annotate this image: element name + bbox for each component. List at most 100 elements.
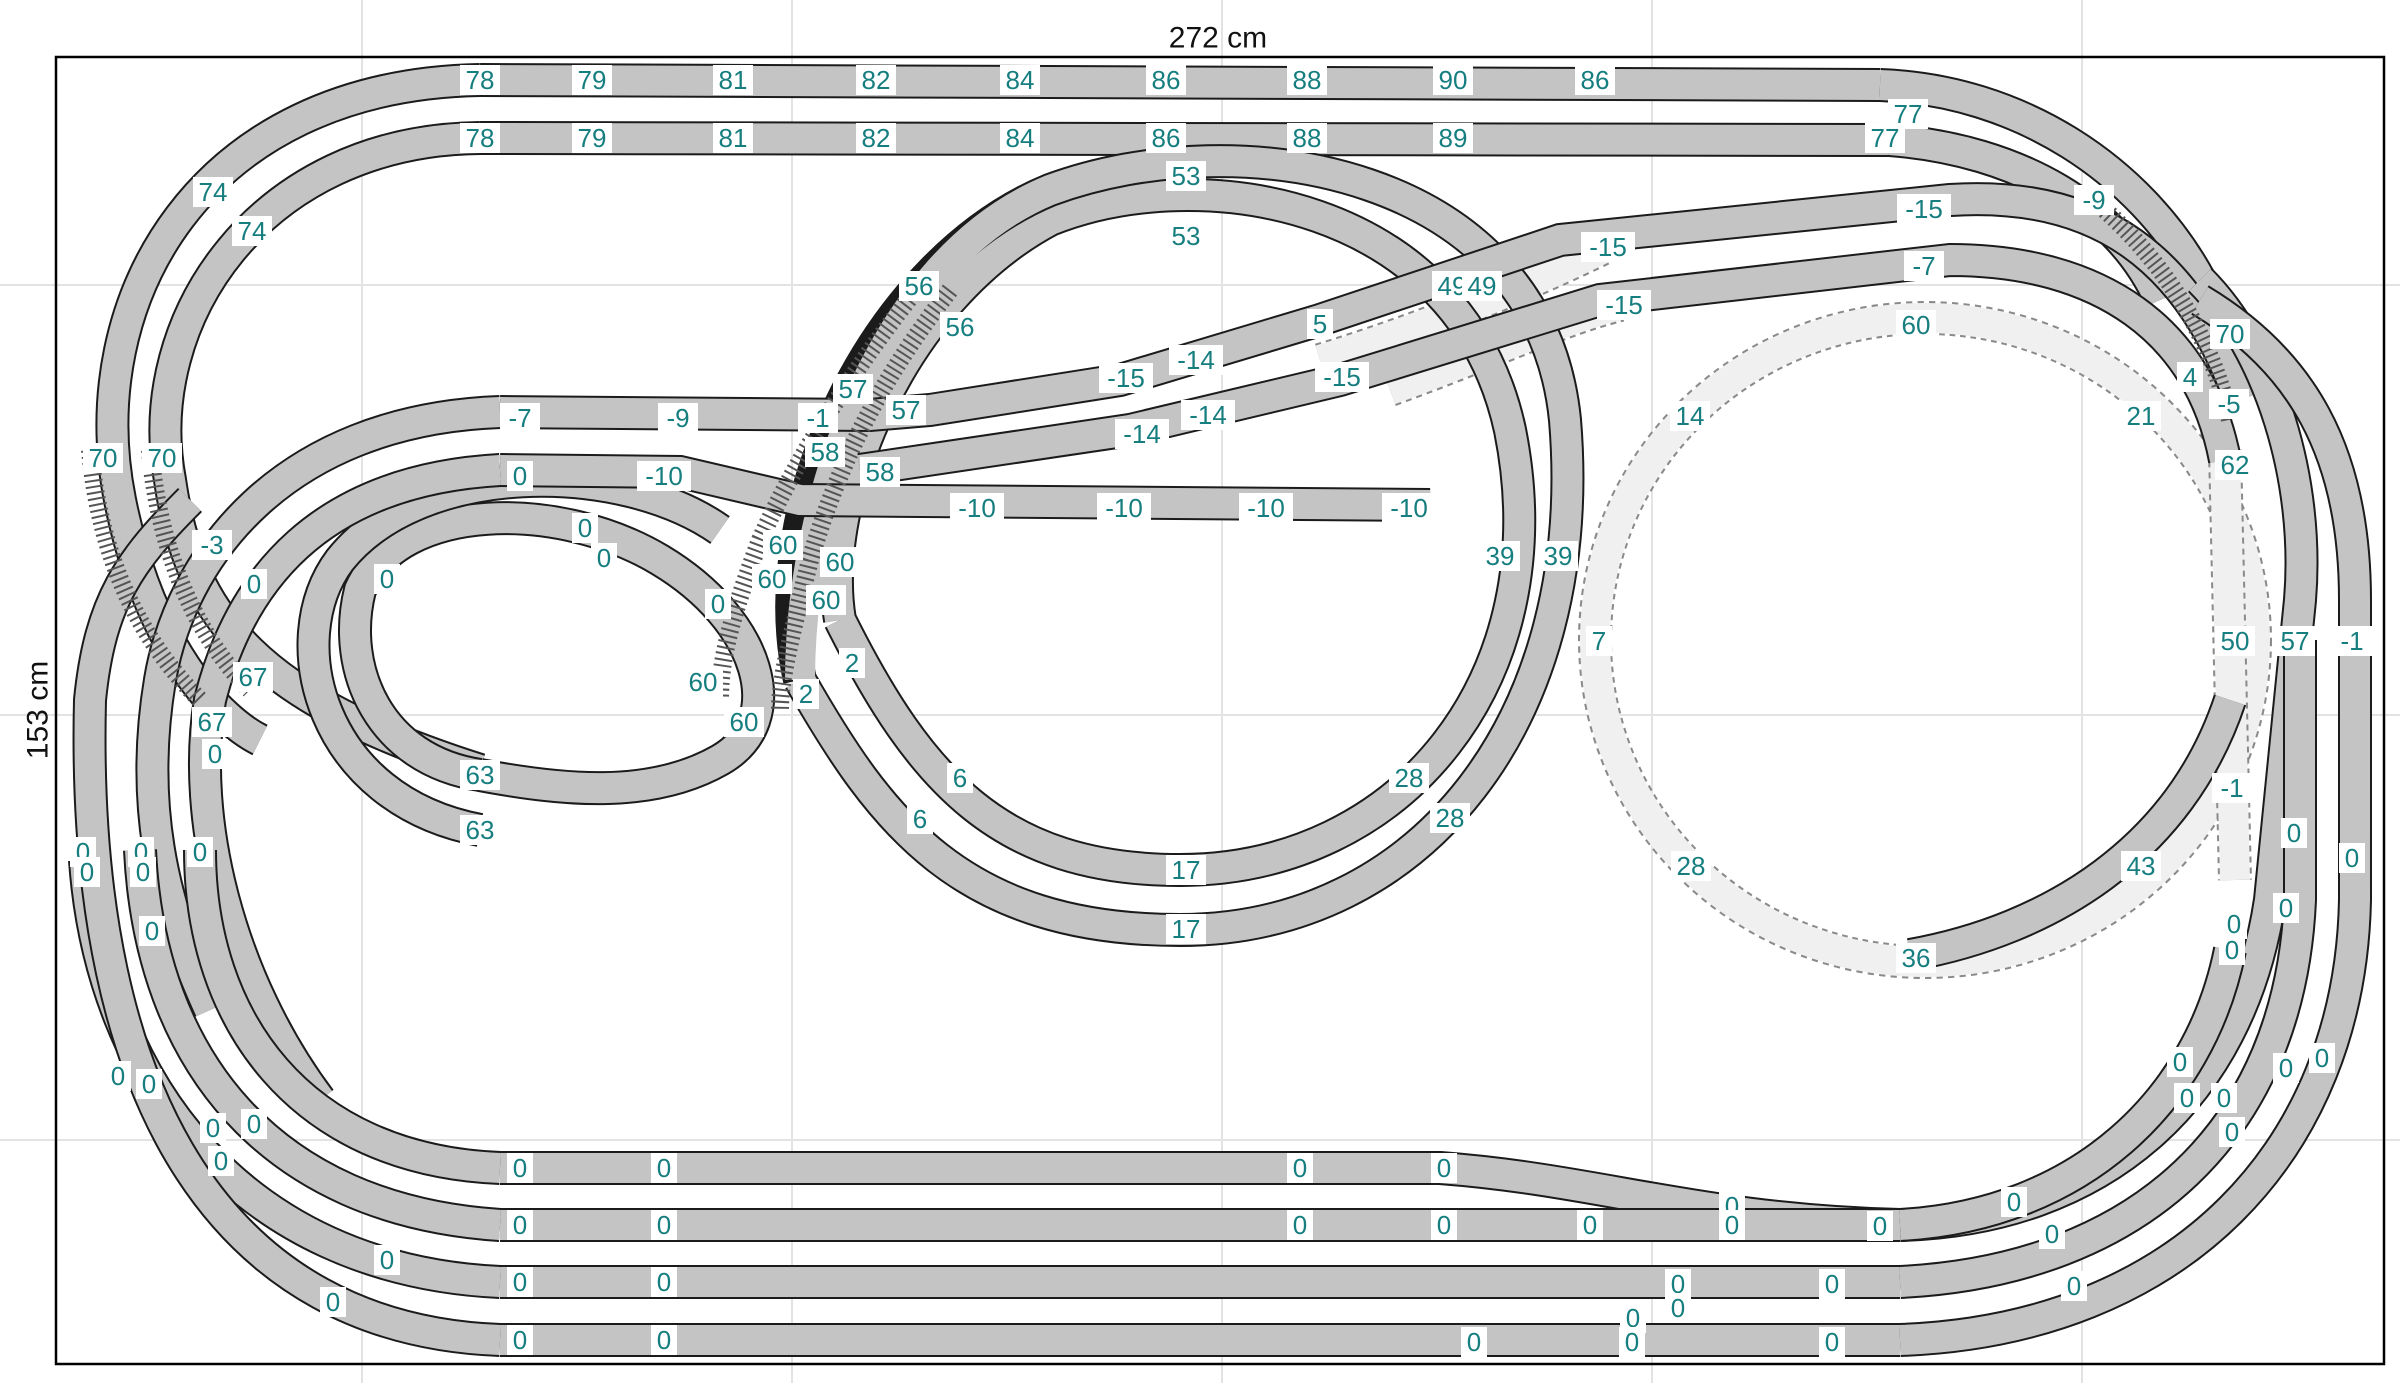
elevation-label-text: 0 <box>1293 1153 1307 1183</box>
elevation-label-text: 79 <box>578 65 607 95</box>
elevation-label-text: 5 <box>1313 309 1327 339</box>
elevation-label: 4 <box>2177 362 2203 392</box>
elevation-label: 60 <box>763 530 803 560</box>
elevation-label: 70 <box>83 443 123 473</box>
elevation-label: 88 <box>1287 65 1327 95</box>
elevation-label: -1 <box>2332 626 2372 656</box>
elevation-label-text: -15 <box>1107 363 1145 393</box>
elevation-label-text: 17 <box>1172 914 1201 944</box>
elevation-label-text: 60 <box>689 667 718 697</box>
elevation-label-text: 43 <box>2127 851 2156 881</box>
elevation-label: 0 <box>374 1245 400 1275</box>
elevation-label: -10 <box>1097 493 1151 523</box>
elevation-label-text: -1 <box>2340 626 2363 656</box>
elevation-label: 0 <box>139 916 165 946</box>
elevation-label: 60 <box>752 564 792 594</box>
elevation-label: 82 <box>856 65 896 95</box>
elevation-label-text: 0 <box>1671 1269 1685 1299</box>
elevation-label-text: -14 <box>1189 400 1227 430</box>
elevation-label-text: 0 <box>1293 1210 1307 1240</box>
elevation-label-text: 6 <box>913 804 927 834</box>
elevation-label: 57 <box>833 374 873 404</box>
elevation-label: 57 <box>2275 626 2315 656</box>
elevation-label-text: 86 <box>1152 65 1181 95</box>
elevation-label-text: 57 <box>2281 626 2310 656</box>
elevation-label: 0 <box>2273 893 2299 923</box>
elevation-label-text: 0 <box>193 837 207 867</box>
elevation-label: 0 <box>1287 1153 1313 1183</box>
elevation-label: -10 <box>1382 493 1436 523</box>
elevation-label: 0 <box>1461 1327 1487 1357</box>
elevation-label: 70 <box>2210 319 2250 349</box>
elevation-label: 0 <box>2339 843 2365 873</box>
elevation-label-text: 0 <box>1583 1210 1597 1240</box>
elevation-label: 17 <box>1166 855 1206 885</box>
elevation-label-text: 0 <box>657 1325 671 1355</box>
elevation-label-text: 0 <box>1437 1210 1451 1240</box>
elevation-label-text: 0 <box>145 916 159 946</box>
elevation-label-text: 0 <box>208 739 222 769</box>
elevation-label-text: 28 <box>1677 851 1706 881</box>
elevation-label-text: -1 <box>2220 773 2243 803</box>
elevation-label-text: -7 <box>1912 251 1935 281</box>
elevation-label: 2 <box>793 679 819 709</box>
elevation-label: 0 <box>507 1153 533 1183</box>
elevation-label: 0 <box>1287 1210 1313 1240</box>
elevation-label-text: 60 <box>1902 310 1931 340</box>
elevation-label: 78 <box>460 65 500 95</box>
elevation-label-text: 81 <box>719 65 748 95</box>
elevation-label-text: 0 <box>80 857 94 887</box>
elevation-label: 0 <box>320 1287 346 1317</box>
elevation-label: 0 <box>241 569 267 599</box>
elevation-label: 0 <box>2001 1187 2027 1217</box>
elevation-label-text: 39 <box>1486 541 1515 571</box>
elevation-label-text: 0 <box>136 857 150 887</box>
elevation-label-text: 0 <box>513 1325 527 1355</box>
elevation-label: -7 <box>500 403 540 433</box>
elevation-label-text: 0 <box>2007 1187 2021 1217</box>
elevation-label-text: 2 <box>799 679 813 709</box>
elevation-label: 0 <box>507 1210 533 1240</box>
visible-tracks <box>68 63 2372 1357</box>
elevation-label-text: -7 <box>508 403 531 433</box>
elevation-label: 0 <box>2221 909 2247 939</box>
elevation-label-text: 17 <box>1172 855 1201 885</box>
elevation-label: 0 <box>1431 1210 1457 1240</box>
elevation-label: 39 <box>1480 541 1520 571</box>
elevation-label-text: 0 <box>2180 1083 2194 1113</box>
elevation-label-text: 81 <box>719 123 748 153</box>
elevation-label-text: -10 <box>1390 493 1428 523</box>
elevation-label: 0 <box>374 564 400 594</box>
elevation-label-text: -5 <box>2217 389 2240 419</box>
elevation-label: 60 <box>806 585 846 615</box>
elevation-label: -9 <box>2074 185 2114 215</box>
elevation-label-text: 0 <box>513 1210 527 1240</box>
elevation-label-text: 78 <box>466 65 495 95</box>
elevation-label: 89 <box>1433 123 1473 153</box>
elevation-label: 81 <box>713 123 753 153</box>
elevation-label: 70 <box>142 443 182 473</box>
elevation-label-text: 0 <box>657 1267 671 1297</box>
elevation-label-text: 53 <box>1172 161 1201 191</box>
elevation-label-text: 0 <box>326 1287 340 1317</box>
elevation-label: 0 <box>2211 1083 2237 1113</box>
elevation-label-text: 0 <box>513 461 527 491</box>
elevation-label-text: 62 <box>2221 450 2250 480</box>
ramp-hatching <box>81 203 2239 711</box>
elevation-label: 39 <box>1538 541 1578 571</box>
elevation-label-text: 0 <box>380 1245 394 1275</box>
elevation-label: -14 <box>1115 419 1169 449</box>
elevation-label: 0 <box>136 1069 162 1099</box>
elevation-label: 50 <box>2215 626 2255 656</box>
elevation-label: -14 <box>1169 345 1223 375</box>
elevation-label-text: 60 <box>812 585 841 615</box>
elevation-label-text: 86 <box>1581 65 1610 95</box>
elevation-label-text: 0 <box>2345 843 2359 873</box>
elevation-label: 60 <box>683 667 723 697</box>
elevation-label: 0 <box>130 857 156 887</box>
elevation-label: 0 <box>2039 1219 2065 1249</box>
elevation-label: 21 <box>2121 401 2161 431</box>
elevation-label: 0 <box>2174 1083 2200 1113</box>
elevation-label: 0 <box>507 1267 533 1297</box>
